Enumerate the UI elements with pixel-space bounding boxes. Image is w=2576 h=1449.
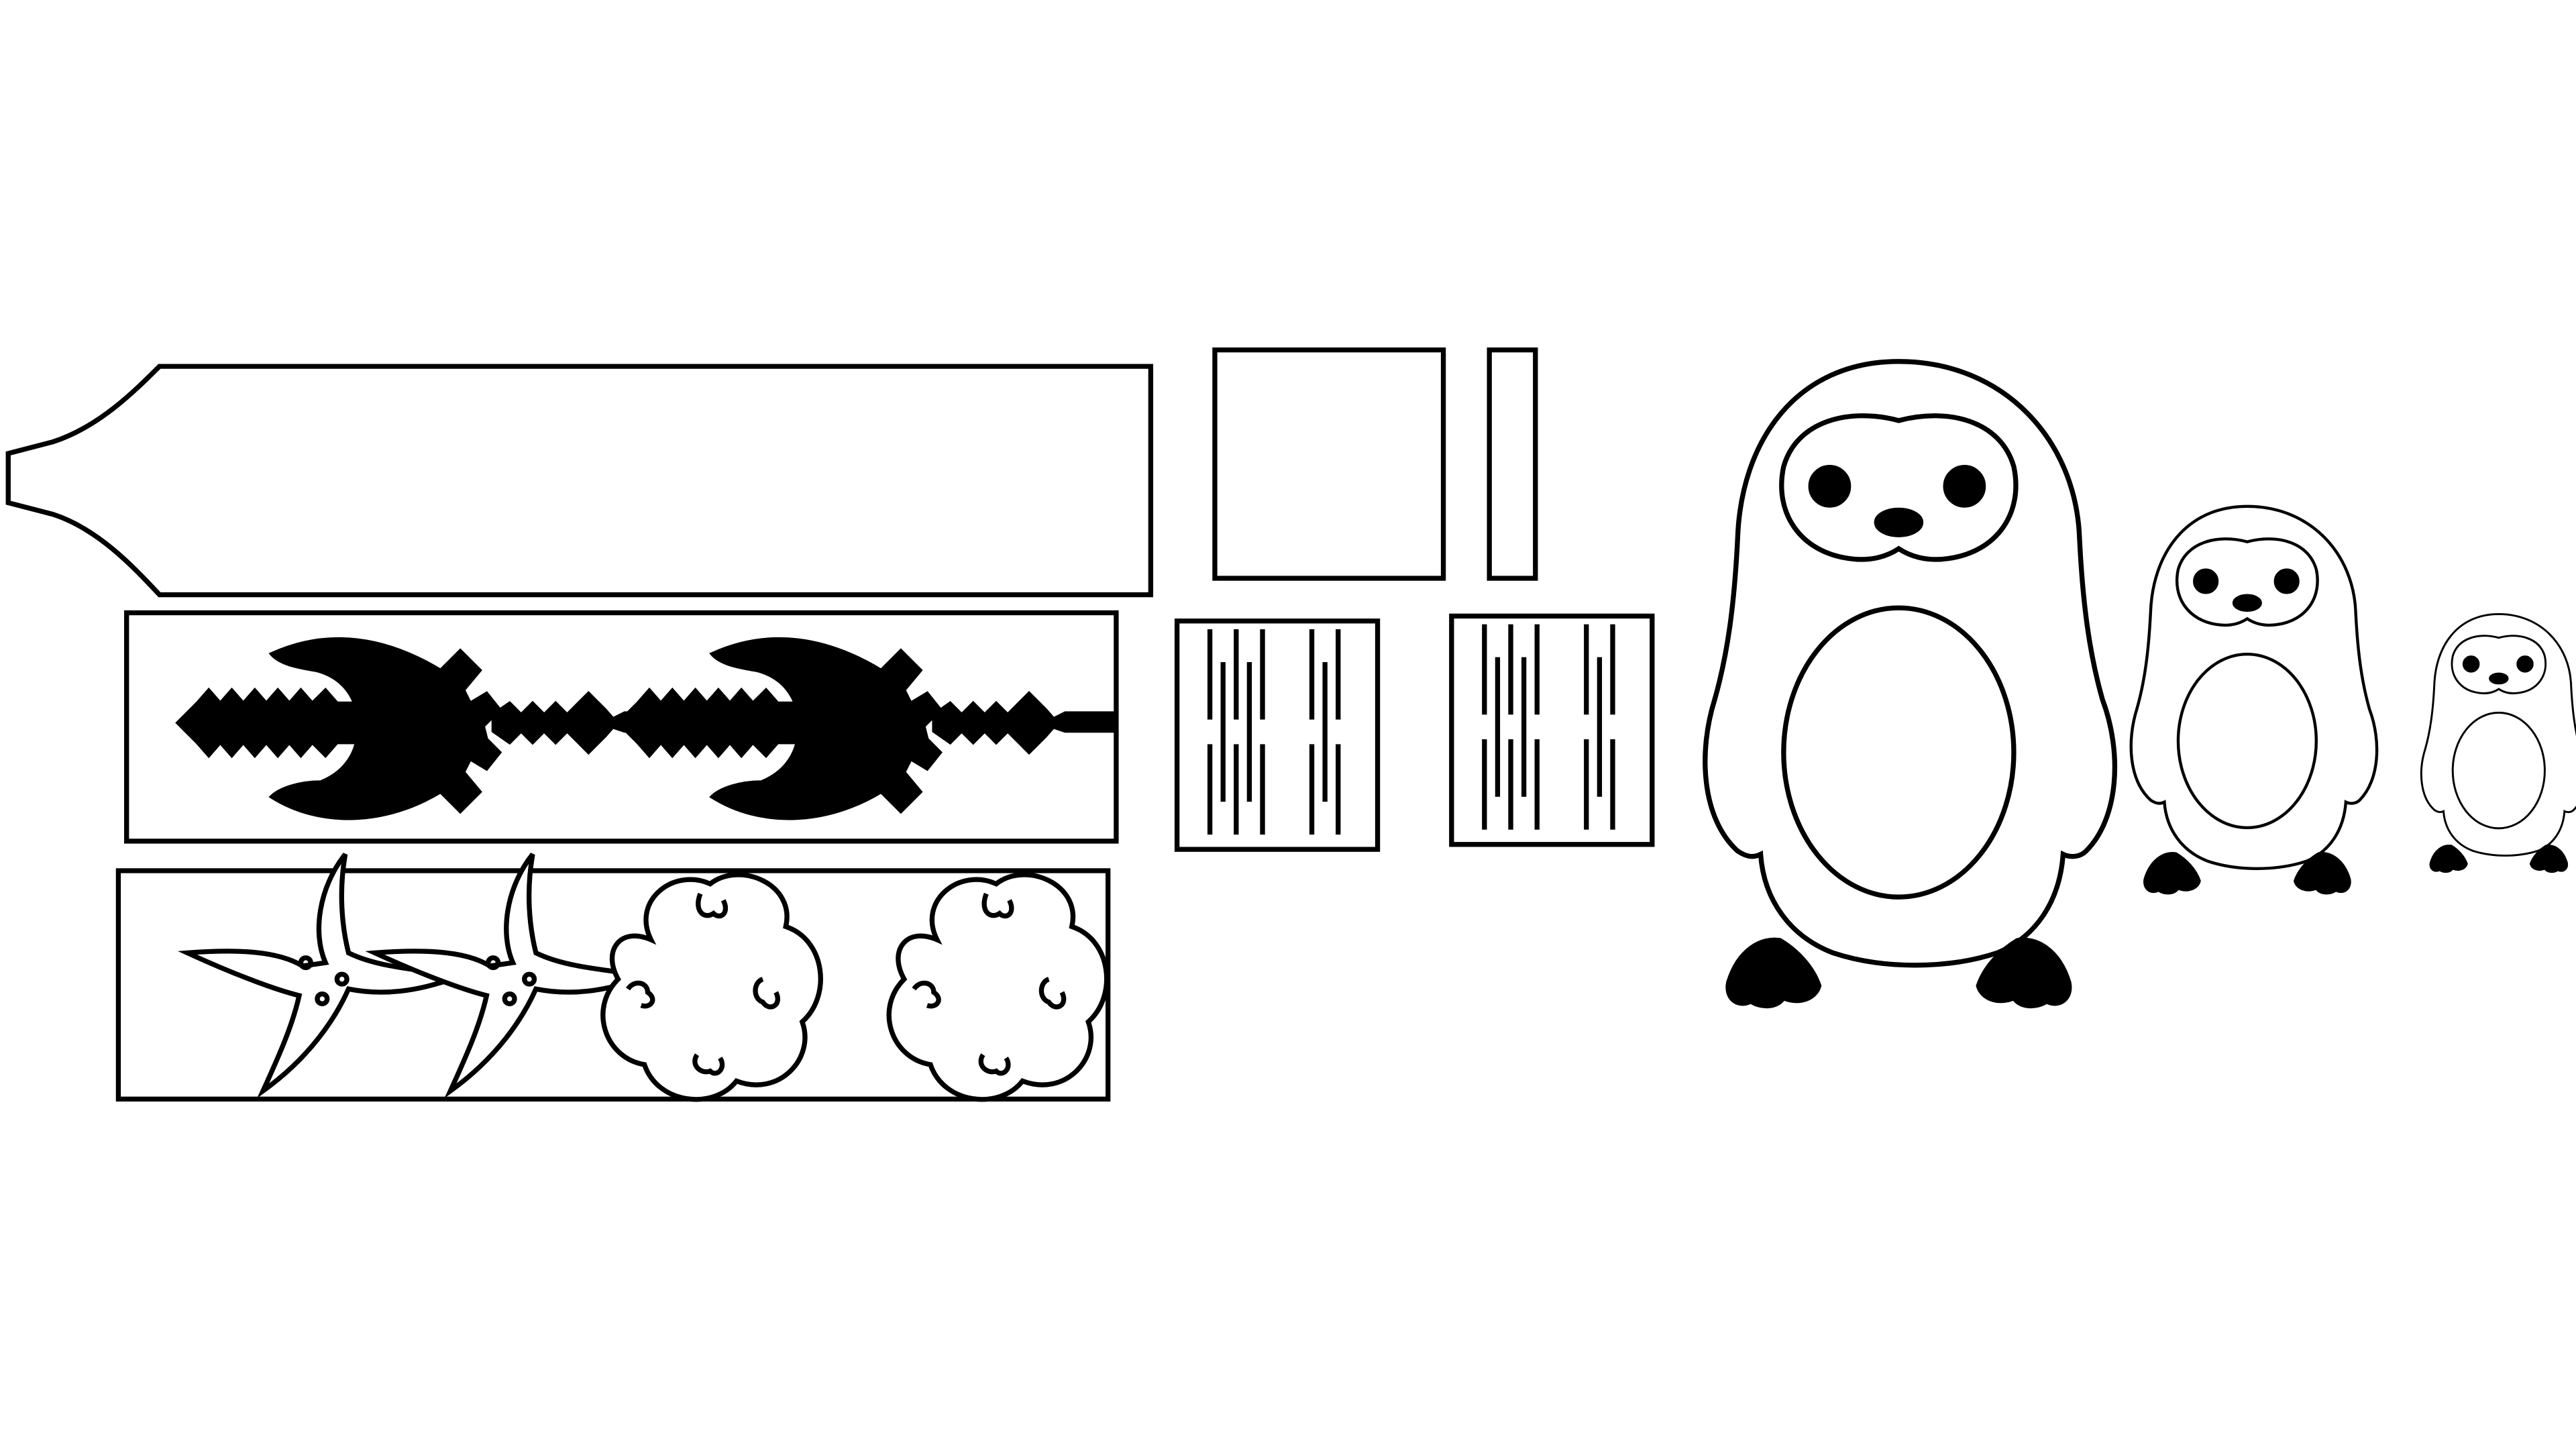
axe-engraving-panel bbox=[124, 610, 1119, 844]
penguin-medium bbox=[2131, 506, 2377, 894]
penguin-small bbox=[2420, 612, 2576, 873]
shuriken-flower-panel bbox=[115, 854, 1111, 1099]
square-plate bbox=[1212, 347, 1446, 581]
living-hinge-panel-right bbox=[1449, 613, 1655, 847]
narrow-strip bbox=[1487, 347, 1538, 581]
penguin-large bbox=[1705, 362, 2115, 1007]
handle-blade-piece bbox=[5, 364, 1154, 598]
living-hinge-panel-left bbox=[1174, 619, 1381, 852]
